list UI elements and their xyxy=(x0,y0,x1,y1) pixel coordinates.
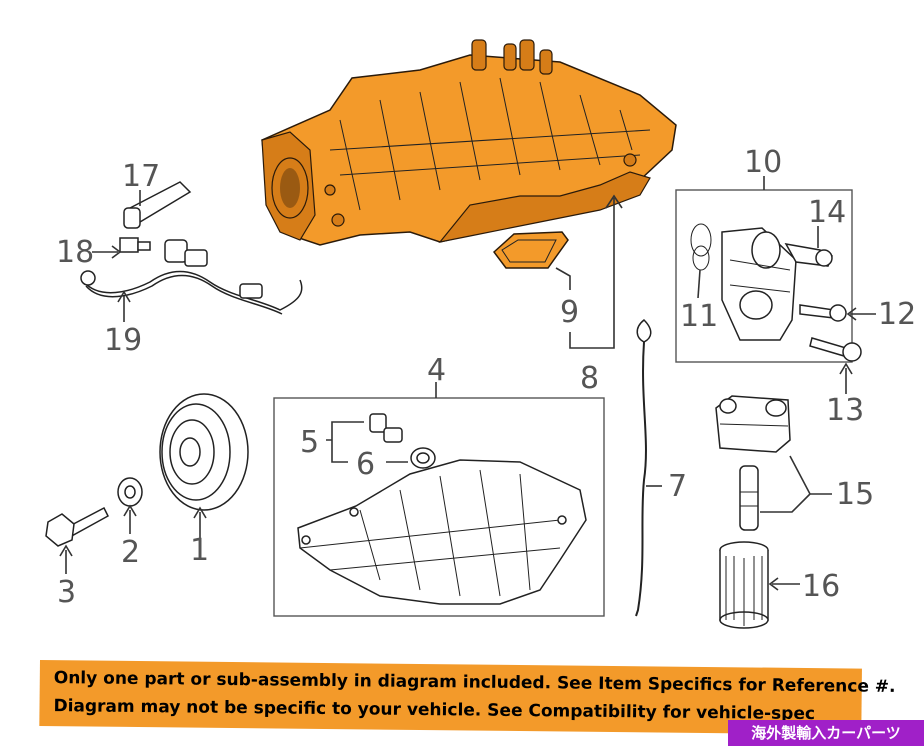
gasket-illustration xyxy=(492,231,569,269)
callout-3: 3 xyxy=(57,575,76,610)
callout-8: 8 xyxy=(580,361,599,396)
callout-11: 11 xyxy=(680,299,718,334)
drain-plug-washer-illustration xyxy=(410,447,436,469)
callout-2: 2 xyxy=(121,535,140,570)
callout-6: 6 xyxy=(356,447,375,482)
bolt-13-illustration xyxy=(809,337,862,362)
drain-plug-illustration xyxy=(369,413,403,443)
callout-10: 10 xyxy=(744,145,782,180)
callout-16: 16 xyxy=(802,569,840,604)
leader-lines xyxy=(59,176,876,591)
callout-1: 1 xyxy=(190,533,209,568)
washer-illustration xyxy=(117,477,143,507)
watermark-badge: 海外製輸入カーパーツ xyxy=(728,720,924,746)
callout-14: 14 xyxy=(808,195,846,230)
callout-13: 13 xyxy=(826,393,864,428)
oil-filter-housing-illustration xyxy=(690,223,833,341)
disclaimer-line-2: Diagram may not be specific to your vehi… xyxy=(53,696,816,725)
disclaimer-line-1: Only one part or sub-assembly in diagram… xyxy=(53,668,896,697)
oil-cooler-illustration xyxy=(715,395,791,531)
callout-18: 18 xyxy=(56,235,94,270)
crankshaft-pulley-illustration xyxy=(159,393,249,511)
bolt-12-illustration xyxy=(799,304,847,322)
oil-filter-illustration xyxy=(719,541,769,629)
callout-15: 15 xyxy=(836,477,874,512)
intake-manifold-illustration xyxy=(261,39,677,246)
callout-17: 17 xyxy=(122,159,160,194)
callout-19: 19 xyxy=(104,323,142,358)
callout-7: 7 xyxy=(668,469,687,504)
callout-4: 4 xyxy=(427,353,446,388)
callout-12: 12 xyxy=(878,297,916,332)
callout-9: 9 xyxy=(560,295,579,330)
oil-pan-illustration xyxy=(297,459,587,605)
dipstick-illustration xyxy=(635,318,652,617)
callout-5: 5 xyxy=(300,425,319,460)
crankshaft-bolt-illustration xyxy=(45,506,109,547)
sensor-harness-illustration xyxy=(80,181,303,315)
